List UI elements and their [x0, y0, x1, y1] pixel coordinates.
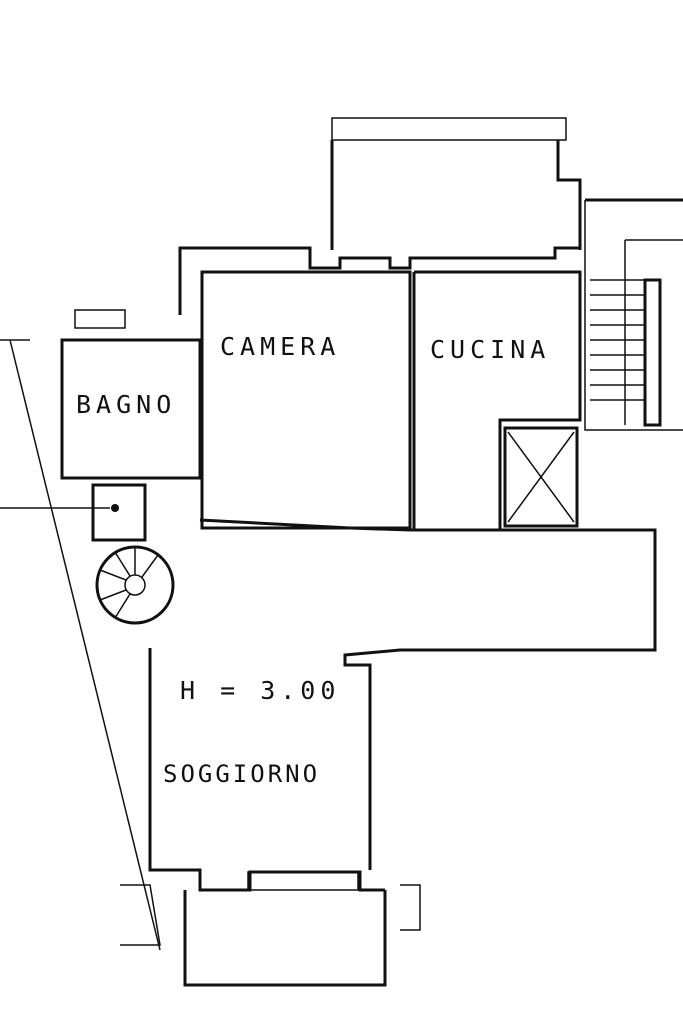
room-label-cucina: CUCINA: [430, 335, 551, 364]
elevator-shaft: [503, 426, 579, 528]
corridor-wall: [199, 518, 657, 870]
property-boundary: [9, 339, 161, 951]
camera-room: [200, 270, 412, 530]
top-balcony: [330, 117, 582, 250]
outer-wall-top: [178, 246, 580, 315]
cucina-room: [412, 270, 582, 532]
window: [247, 871, 359, 891]
room-label-soggiorno: SOGGIORNO: [163, 760, 321, 788]
building-staircase: [584, 198, 683, 431]
bottom-balcony: [183, 890, 387, 987]
spiral-staircase: [95, 545, 175, 625]
bagno-room: [0, 309, 202, 542]
ceiling-height-label: H = 3.00: [180, 676, 341, 705]
room-label-bagno: BAGNO: [76, 390, 177, 419]
room-label-camera: CAMERA: [220, 332, 341, 361]
